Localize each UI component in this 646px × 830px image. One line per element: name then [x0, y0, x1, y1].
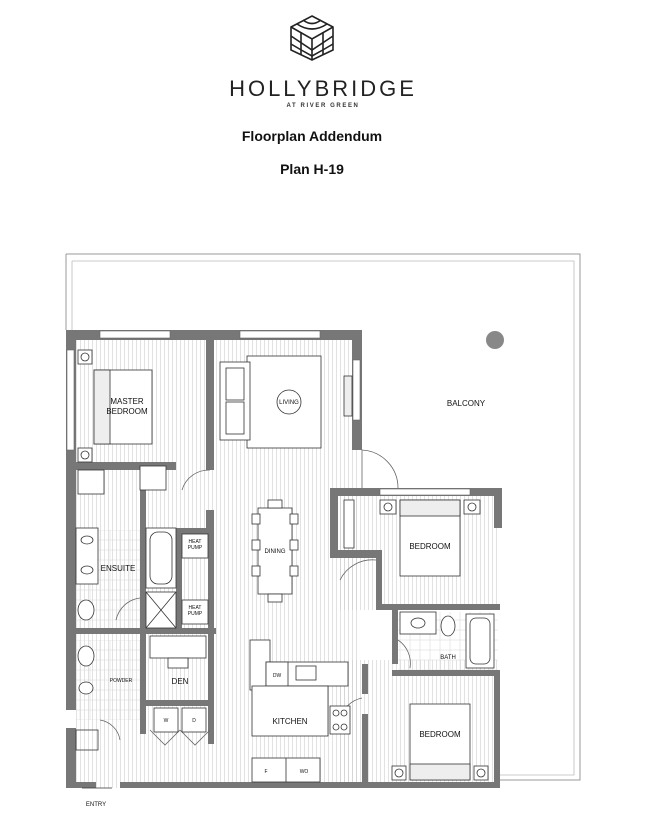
plan-name: Plan H-19: [280, 161, 344, 177]
room-label-bedroom-2: BEDROOM: [419, 730, 461, 739]
brand-name: HOLLYBRIDGE: [229, 76, 417, 101]
heat-pump-1-label-1: HEAT: [189, 539, 202, 545]
room-label-master-bedroom-2: BEDROOM: [106, 407, 148, 416]
laundry-appliances: [153, 707, 207, 733]
entry-area: [75, 729, 112, 789]
room-label-balcony: BALCONY: [447, 399, 486, 408]
room-label-powder: POWDER: [110, 678, 133, 684]
room-label-bath: BATH: [440, 655, 456, 661]
living-furniture: [219, 355, 353, 449]
room-label-kitchen: KITCHEN: [272, 717, 307, 726]
windows: [66, 330, 471, 496]
wall-oven-label: WO: [300, 769, 309, 775]
dining-furniture: [251, 499, 299, 603]
washer-label: W: [164, 718, 169, 724]
balcony-area: [65, 253, 581, 781]
document-title: Floorplan Addendum: [241, 128, 383, 144]
room-label-master-bedroom-1: MASTER: [110, 397, 144, 406]
balcony-column-icon: [486, 331, 504, 349]
fridge-label: F: [264, 769, 267, 775]
heat-pump-2-label-2: PUMP: [188, 611, 203, 617]
ensuite-fixtures: [75, 527, 209, 629]
room-label-den: DEN: [172, 677, 189, 686]
brand-tagline: AT RIVER GREEN: [286, 103, 360, 109]
bath-fixtures: [399, 611, 495, 669]
powder-fixtures: [77, 645, 95, 695]
room-label-ensuite: ENSUITE: [101, 564, 136, 573]
kitchen-fixtures: [249, 639, 351, 783]
room-label-living: LIVING: [279, 400, 299, 406]
room-label-dining: DINING: [265, 549, 286, 555]
hollybridge-logo-icon: [290, 15, 334, 61]
master-bedroom-furniture: [77, 349, 167, 495]
heat-pump-2-label-1: HEAT: [189, 605, 202, 611]
dishwasher-label: DW: [273, 673, 282, 679]
heat-pump-1-label-2: PUMP: [188, 545, 203, 551]
bedroom-1-furniture: [343, 499, 481, 577]
dryer-label: D: [192, 718, 196, 724]
bedroom-2-furniture: [391, 703, 489, 781]
room-label-entry: ENTRY: [86, 802, 106, 808]
den-furniture: [149, 635, 207, 669]
room-label-bedroom-1: BEDROOM: [409, 542, 451, 551]
